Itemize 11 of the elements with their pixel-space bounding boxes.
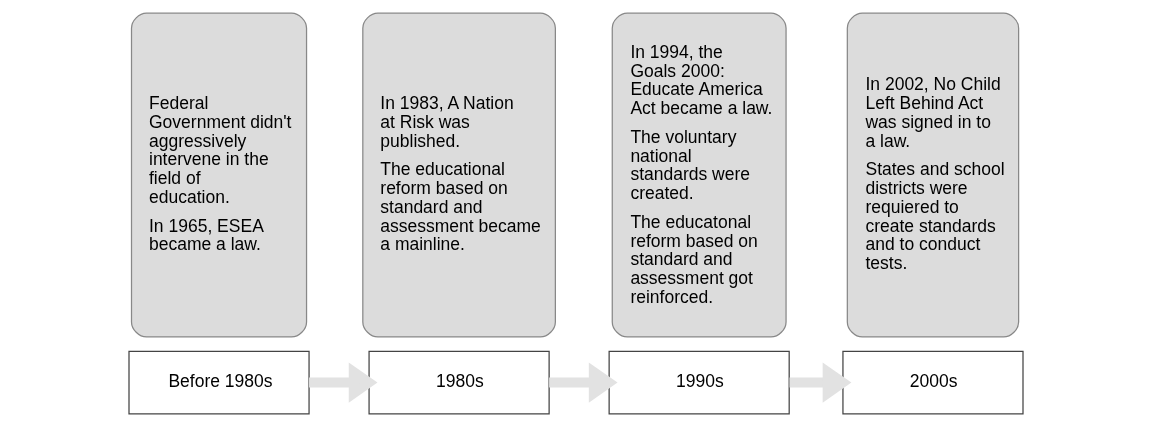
node-box: 1990s bbox=[608, 350, 790, 415]
node-box: Before 1980s bbox=[127, 350, 310, 415]
arrow bbox=[308, 362, 377, 403]
node-box: 2000s bbox=[841, 350, 1024, 415]
node-box: In 1983, A Nation at Risk was published. The educational reform based on standard and assessment became a mainline. bbox=[361, 12, 556, 338]
node-box: 1980s bbox=[367, 350, 550, 415]
arrow bbox=[789, 362, 851, 403]
node-box: In 1994, the Goals 2000: Educate America Act became a law. The voluntary national standards were created. The educatonal reform based on standard and assessment got reinforced. bbox=[611, 12, 787, 338]
node-box: In 2002, No Child Left Behind Act was signed in to a law. States and school districts were requiered to create standards and to conduct tests. bbox=[846, 12, 1019, 338]
node-box: Federal Government didn't aggressively intervene in the field of education. In 1965, ESEA became a law. bbox=[130, 12, 307, 338]
arrow bbox=[548, 362, 618, 403]
